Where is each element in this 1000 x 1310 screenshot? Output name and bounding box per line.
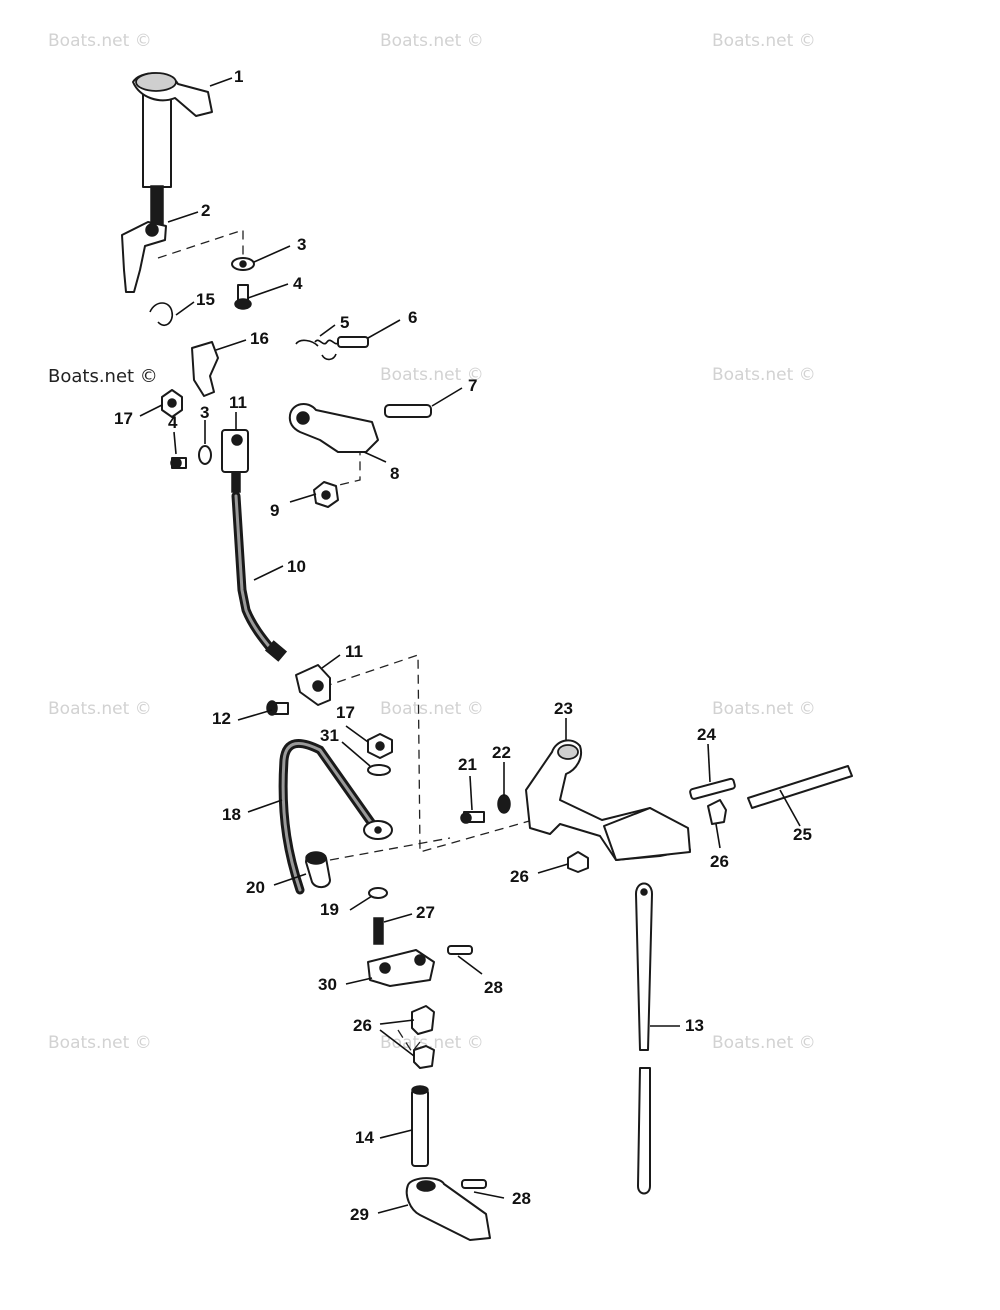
part-spring-clip xyxy=(149,302,174,327)
part-shift-lever-bracket xyxy=(121,221,167,293)
part-nut-washer-center xyxy=(367,733,393,776)
part-lever-arm xyxy=(367,945,473,987)
watermark: Boats.net © xyxy=(380,31,484,51)
callout-2: 2 xyxy=(201,201,210,220)
watermark-dark: Boats.net © xyxy=(48,366,158,387)
callout-11: 11 xyxy=(229,393,247,412)
callout-11: 11 xyxy=(345,642,363,661)
callout-labels: 1 2 3 4 5 6 7 8 9 10 11 11 12 13 14 15 1… xyxy=(114,67,812,1224)
callout-16: 16 xyxy=(250,329,269,348)
part-rod-end-bottom xyxy=(295,664,331,706)
watermark: Boats.net © xyxy=(712,1033,816,1053)
leader-lines xyxy=(139,77,801,1214)
part-bushing-right xyxy=(707,799,727,825)
part-shift-lever xyxy=(288,403,432,453)
callout-3: 3 xyxy=(297,235,306,254)
part-nut-left xyxy=(161,389,183,418)
callout-26: 26 xyxy=(710,852,729,871)
part-sleeve xyxy=(305,851,331,888)
part-washer-screw-left xyxy=(170,445,212,469)
watermark: Boats.net © xyxy=(712,699,816,719)
watermark: Boats.net © xyxy=(48,1033,152,1053)
watermark: Boats.net © xyxy=(48,31,152,51)
callout-10: 10 xyxy=(287,557,306,576)
part-washer-stud xyxy=(368,887,388,945)
watermark: Boats.net © xyxy=(380,699,484,719)
assembly-lines xyxy=(157,229,541,1054)
callout-31: 31 xyxy=(320,726,339,745)
part-shift-rod xyxy=(231,491,288,662)
callout-29: 29 xyxy=(350,1205,369,1224)
callout-14: 14 xyxy=(355,1128,374,1147)
part-bottom-lever xyxy=(405,1177,491,1241)
part-screw-washer-right xyxy=(460,794,511,824)
part-link-rod xyxy=(278,739,393,895)
callout-5: 5 xyxy=(340,313,349,332)
callout-20: 20 xyxy=(246,878,265,897)
watermark: Boats.net © xyxy=(48,699,152,719)
callout-4: 4 xyxy=(168,413,178,432)
part-bushing-right-lower xyxy=(567,851,589,873)
callout-3: 3 xyxy=(200,403,209,422)
part-screw xyxy=(266,700,289,716)
callout-17: 17 xyxy=(336,703,355,722)
callout-18: 18 xyxy=(222,805,241,824)
watermark: Boats.net © xyxy=(380,365,484,385)
part-bracket xyxy=(191,341,219,397)
callout-17: 17 xyxy=(114,409,133,428)
watermark: Boats.net © xyxy=(712,31,816,51)
part-shaft xyxy=(747,765,853,809)
callout-12: 12 xyxy=(212,709,231,728)
watermark: Boats.net © xyxy=(712,365,816,385)
callout-13: 13 xyxy=(685,1016,704,1035)
callout-15: 15 xyxy=(196,290,215,309)
part-shift-shaft-assembly xyxy=(525,739,691,861)
part-pivot-pin xyxy=(411,1085,429,1167)
callout-23: 23 xyxy=(554,699,573,718)
part-long-rod xyxy=(635,882,653,1195)
callout-4: 4 xyxy=(293,274,303,293)
part-spring-and-stud xyxy=(295,336,369,361)
part-nut xyxy=(313,481,339,508)
callout-7: 7 xyxy=(468,376,477,395)
callout-28: 28 xyxy=(484,978,503,997)
part-rod-end-top xyxy=(221,429,249,493)
callout-24: 24 xyxy=(697,725,716,744)
callout-9: 9 xyxy=(270,501,279,520)
callout-1: 1 xyxy=(234,67,243,86)
part-washer-screw xyxy=(231,257,255,310)
part-shift-shaft xyxy=(132,72,213,225)
callout-25: 25 xyxy=(793,825,812,844)
callout-26: 26 xyxy=(353,1016,372,1035)
callout-22: 22 xyxy=(492,743,511,762)
callout-19: 19 xyxy=(320,900,339,919)
callout-28: 28 xyxy=(512,1189,531,1208)
part-bushings-center xyxy=(411,1005,435,1069)
watermark: Boats.net © xyxy=(380,1033,484,1053)
callout-8: 8 xyxy=(390,464,399,483)
callout-30: 30 xyxy=(318,975,337,994)
callout-27: 27 xyxy=(416,903,435,922)
watermark-layer: Boats.net © Boats.net © Boats.net © Boat… xyxy=(48,31,816,1053)
callout-21: 21 xyxy=(458,755,477,774)
part-pin xyxy=(689,777,736,800)
callout-6: 6 xyxy=(408,308,417,327)
callout-26: 26 xyxy=(510,867,529,886)
